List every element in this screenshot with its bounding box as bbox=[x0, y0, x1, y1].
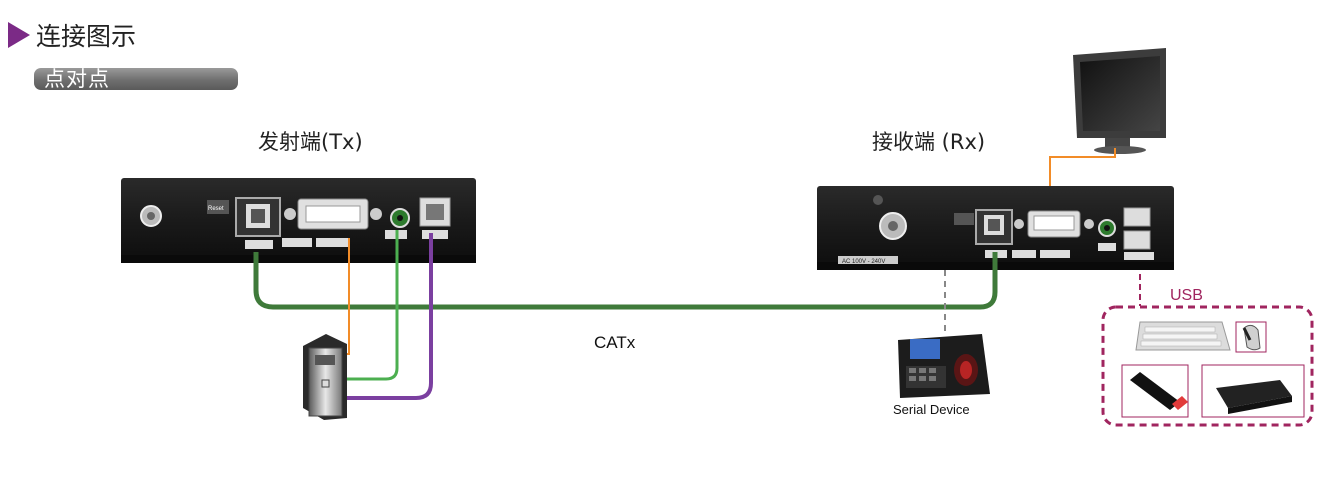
monitor-icon bbox=[1073, 48, 1166, 154]
mouse-icon bbox=[1235, 321, 1267, 353]
usb-label: USB bbox=[1170, 287, 1203, 304]
tx-reset-button bbox=[207, 200, 229, 214]
usb-stick-icon bbox=[1121, 364, 1189, 418]
section-title-text: 连接图示 bbox=[36, 22, 137, 51]
catx-label: CATx bbox=[594, 333, 636, 352]
svg-text:Reset: Reset bbox=[208, 206, 224, 212]
tx-label: 发射端(Tx) bbox=[258, 130, 363, 154]
svg-text:AC 100V - 240V: AC 100V - 240V bbox=[842, 259, 885, 265]
media-box-icon bbox=[1201, 364, 1305, 418]
section-title: 连接图示 bbox=[8, 20, 137, 51]
rx-reset-button bbox=[954, 213, 974, 225]
rx-video-cable bbox=[1049, 148, 1116, 186]
pc-tower-icon bbox=[303, 334, 347, 420]
catx-cable bbox=[253, 252, 998, 310]
rx-label: 接收端 (Rx) bbox=[872, 130, 986, 154]
tx-device: Reset bbox=[121, 178, 476, 263]
usb-device-group bbox=[1101, 305, 1314, 427]
tx-audio-cable bbox=[346, 230, 399, 381]
keyboard-icon bbox=[1135, 321, 1231, 351]
serial-device-label: Serial Device bbox=[893, 402, 970, 417]
serial-device-icon bbox=[898, 334, 990, 398]
play-triangle-icon bbox=[8, 22, 30, 48]
rx-usb-port-2 bbox=[1123, 230, 1151, 250]
tx-usb-cable bbox=[347, 233, 433, 400]
mode-badge: 点对点 bbox=[34, 68, 238, 90]
rx-usb-port-1 bbox=[1123, 207, 1151, 227]
